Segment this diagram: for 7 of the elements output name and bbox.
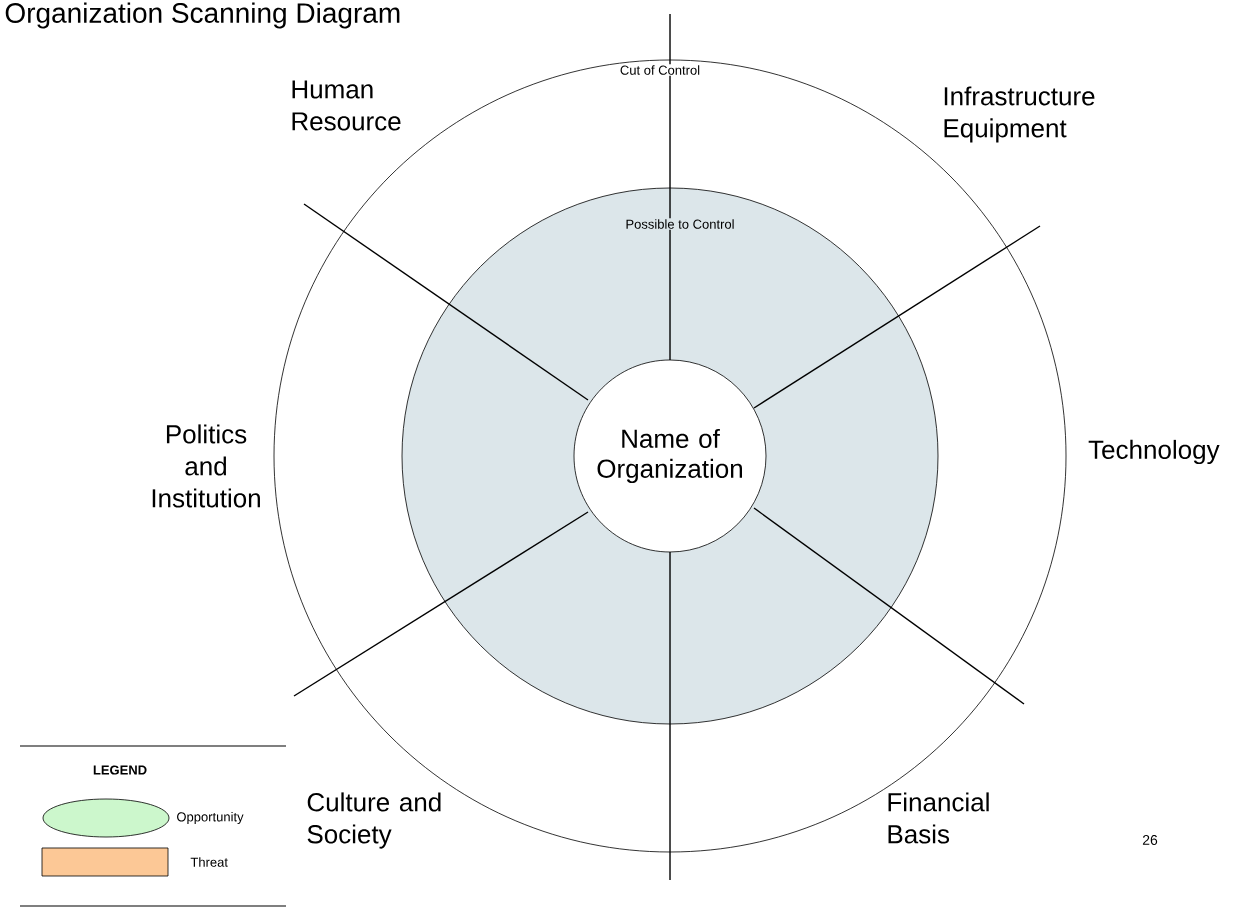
title: Organization Scanning Diagram [5,2,400,29]
category-label: Technology [1088,439,1220,465]
category-label: Human Resource [292,80,401,131]
category-label: Culture and Society [307,792,441,849]
category-label: Infrastructure Equipment [944,86,1095,143]
category-label: Politics and Institution [152,424,260,508]
category-label: Financial Basis [888,792,989,844]
